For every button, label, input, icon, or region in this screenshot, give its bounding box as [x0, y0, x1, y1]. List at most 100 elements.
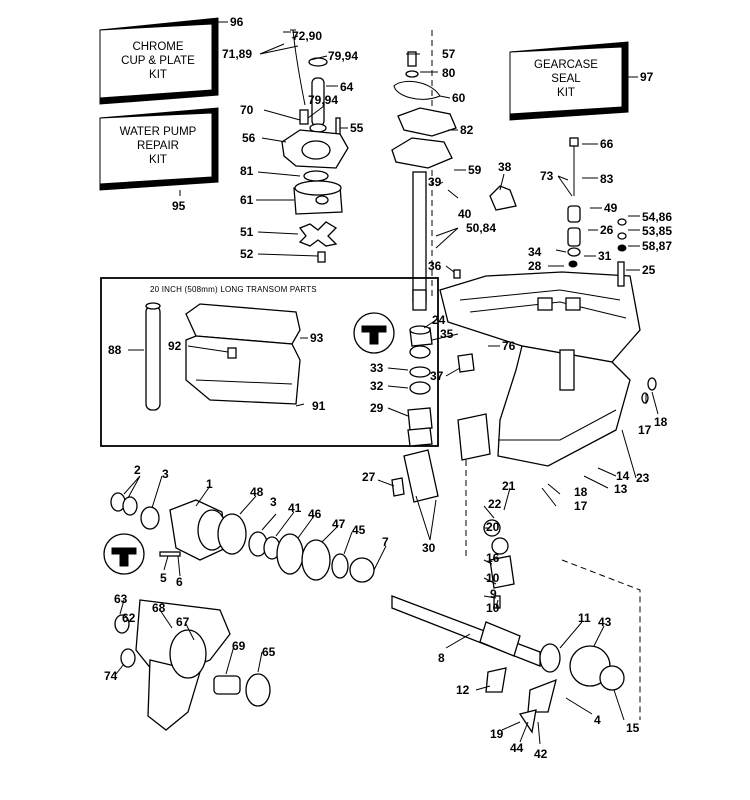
- part-callout: 34: [528, 245, 542, 259]
- part-callout: 58,87: [642, 239, 672, 253]
- part-callout: 68: [152, 601, 166, 615]
- part-callout: 3: [162, 467, 169, 481]
- callout-numbers: 96 72,90 71,89 79,94 57 80 64 97 79,94 6…: [104, 15, 672, 761]
- part-callout: 73: [540, 169, 554, 183]
- kit-label-line: WATER PUMP: [120, 126, 197, 138]
- part-callout: 41: [288, 501, 302, 515]
- part-callout: 44: [510, 741, 524, 755]
- part-callout: 72,90: [292, 29, 322, 43]
- part-callout: 35: [440, 327, 454, 341]
- part-callout: 59: [468, 163, 482, 177]
- part-callout: 10: [486, 601, 500, 615]
- part-callout: 22: [488, 497, 502, 511]
- part-callout: 3: [270, 495, 277, 509]
- part-callout: 92: [168, 339, 182, 353]
- part-callout: 4: [594, 713, 601, 727]
- part-callout: 7: [382, 535, 389, 549]
- leader-lines: [115, 21, 659, 745]
- part-callout: 18: [654, 415, 668, 429]
- part-callout: 81: [240, 164, 254, 178]
- part-callout: 18: [574, 485, 588, 499]
- part-callout: 60: [452, 91, 466, 105]
- part-callout: 96: [230, 15, 244, 29]
- part-callout: 20: [486, 520, 500, 534]
- part-callout: 52: [240, 247, 254, 261]
- part-callout: 40: [458, 207, 472, 221]
- part-callout: 25: [642, 263, 656, 277]
- part-callout: 10: [486, 571, 500, 585]
- kit-label-line: KIT: [557, 87, 575, 99]
- part-callout: 8: [438, 651, 445, 665]
- part-callout: 24: [432, 313, 446, 327]
- part-callout: 26: [600, 223, 614, 237]
- part-callout: 79,94: [328, 49, 358, 63]
- part-callout: 30: [422, 541, 436, 555]
- part-callout: 51: [240, 225, 254, 239]
- part-callout: 57: [442, 47, 456, 61]
- part-callout: 9: [490, 587, 497, 601]
- part-callout: 21: [502, 479, 516, 493]
- part-callout: 76: [502, 339, 516, 353]
- part-callout: 49: [604, 201, 618, 215]
- part-callout: 47: [332, 517, 346, 531]
- shift-rod-parts: [567, 137, 627, 268]
- part-callout: 12: [456, 683, 470, 697]
- driveshaft-parts: [391, 30, 517, 311]
- inset-title: 20 INCH (508mm) LONG TRANSOM PARTS: [150, 285, 317, 294]
- part-callout: 36: [428, 259, 442, 273]
- part-callout: 31: [598, 249, 612, 263]
- part-callout: 28: [528, 259, 542, 273]
- kit-label-line: KIT: [149, 154, 167, 166]
- gearcase-seal-kit-box: GEARCASE SEAL KIT: [509, 41, 629, 121]
- part-callout: 54,86: [642, 210, 672, 224]
- part-callout: 11: [578, 611, 591, 625]
- part-callout: 95: [172, 199, 186, 213]
- part-callout: 93: [310, 331, 324, 345]
- part-callout: 5: [160, 571, 167, 585]
- kit-label-line: CUP & PLATE: [121, 55, 195, 67]
- part-callout: 71,89: [222, 47, 252, 61]
- part-callout: 14: [616, 469, 630, 483]
- part-callout: 27: [362, 470, 376, 484]
- chrome-cup-plate-kit-box: CHROME CUP & PLATE KIT: [99, 17, 219, 105]
- part-callout: 33: [370, 361, 384, 375]
- part-callout: 38: [498, 160, 512, 174]
- propeller: [114, 599, 271, 731]
- part-callout: 17: [574, 499, 588, 513]
- part-callout: 80: [442, 66, 456, 80]
- kit-label-line: CHROME: [132, 41, 183, 53]
- part-callout: 74: [104, 669, 118, 683]
- water-pump-parts: [281, 29, 349, 263]
- part-callout: 64: [340, 80, 354, 94]
- center-bearing-parts: [353, 312, 491, 560]
- part-callout: 43: [598, 615, 612, 629]
- part-callout: 88: [108, 343, 122, 357]
- part-callout: 37: [430, 369, 444, 383]
- part-callout: 63: [114, 592, 128, 606]
- part-callout: 61: [240, 193, 254, 207]
- part-callout: 15: [626, 721, 640, 735]
- part-callout: 83: [600, 172, 614, 186]
- part-callout: 45: [352, 523, 366, 537]
- part-callout: 56: [242, 131, 256, 145]
- water-pump-kit-box: WATER PUMP REPAIR KIT: [99, 107, 219, 191]
- kit-label-line: KIT: [149, 69, 167, 81]
- part-callout: 79,94: [308, 93, 338, 107]
- part-callout: 46: [308, 507, 322, 521]
- part-callout: 42: [534, 747, 548, 761]
- part-callout: 16: [486, 551, 500, 565]
- part-callout: 55: [350, 121, 364, 135]
- part-callout: 23: [636, 471, 650, 485]
- part-callout: 97: [640, 70, 654, 84]
- part-callout: 62: [122, 611, 136, 625]
- part-callout: 65: [262, 645, 276, 659]
- part-callout: 19: [490, 727, 504, 741]
- part-callout: 6: [176, 575, 183, 589]
- part-callout: 13: [614, 482, 628, 496]
- kit-label-line: REPAIR: [137, 140, 179, 152]
- long-transom-inset: 20 INCH (508mm) LONG TRANSOM PARTS: [100, 277, 439, 447]
- part-callout: 66: [600, 137, 614, 151]
- part-callout: 29: [370, 401, 384, 415]
- part-callout: 82: [460, 123, 474, 137]
